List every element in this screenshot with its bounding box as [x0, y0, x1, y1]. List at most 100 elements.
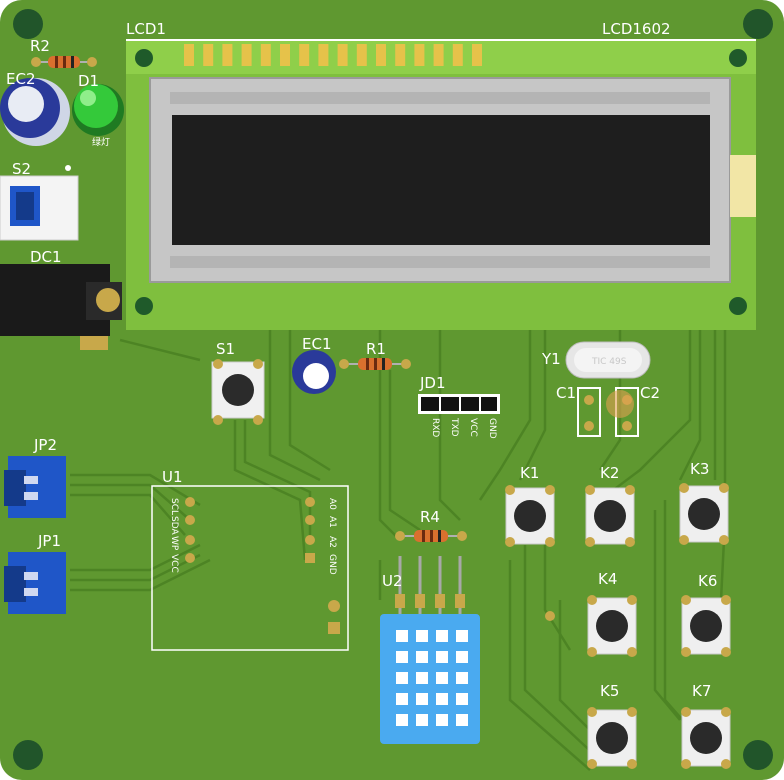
r1-label: R1: [366, 340, 386, 358]
u1-pin-label: A0: [327, 498, 337, 510]
ec1-label: EC1: [302, 335, 332, 353]
capacitor-ec2: [0, 78, 70, 146]
crystal-mark: TIC 49S: [591, 357, 627, 367]
key-cap: [596, 722, 628, 754]
connector-jp2[interactable]: [4, 456, 66, 518]
switch-s2[interactable]: [0, 175, 79, 241]
mounting-hole-top-right: [743, 9, 773, 39]
capacitor-c2: [606, 387, 639, 437]
key-cap: [690, 610, 722, 642]
k7-label: K7: [692, 682, 711, 700]
sensor-vent-slot: [436, 693, 448, 705]
key-pad: [585, 537, 595, 547]
lcd-header-pin: [318, 44, 329, 66]
lcd-header-pin: [395, 44, 406, 66]
jd1-label: JD1: [419, 374, 446, 392]
key-cap: [688, 498, 720, 530]
key-pad: [505, 485, 515, 495]
key-pad: [681, 707, 691, 717]
sensor-vent-slot: [416, 630, 428, 642]
lcd-mount-hole: [729, 49, 747, 67]
s2-pin1-marker: [65, 165, 71, 171]
connector-jp1[interactable]: [4, 552, 66, 614]
chip-u1-footprint: [151, 485, 349, 651]
u1-pin-label: A2: [327, 536, 337, 548]
resistor-r2: [31, 56, 97, 68]
lcd-header-pin: [356, 44, 367, 66]
lcd-mount-hole: [729, 297, 747, 315]
key-pad: [721, 759, 731, 769]
key-pad: [625, 485, 635, 495]
key-pad: [679, 535, 689, 545]
u1-pin-label: VCC: [169, 554, 179, 573]
key-group: [505, 483, 731, 769]
sensor-vent-slot: [416, 651, 428, 663]
sensor-vent-slot: [456, 672, 468, 684]
sensor-vent-slot: [456, 693, 468, 705]
key-k6[interactable]: [681, 595, 731, 657]
key-pad: [545, 537, 555, 547]
r2-label: R2: [30, 37, 50, 55]
y1-label: Y1: [541, 350, 561, 368]
lcd-glass-screen: [172, 115, 710, 245]
key-pad: [627, 759, 637, 769]
lcd-mount-hole: [135, 49, 153, 67]
lcd1602-label: LCD1602: [602, 20, 671, 38]
s1-label: S1: [216, 340, 235, 358]
mounting-hole-top-left: [13, 9, 43, 39]
capacitor-ec1: [292, 350, 336, 394]
u1-label: U1: [162, 468, 183, 486]
lcd-module: [126, 40, 756, 330]
jd1-pin-label: RXD: [430, 418, 440, 437]
lcd-header-pin: [280, 44, 290, 66]
key-pad: [627, 595, 637, 605]
key-k5[interactable]: [587, 707, 637, 769]
dc-jack-dc1[interactable]: [0, 264, 122, 350]
sensor-vent-slot: [456, 714, 468, 726]
pcb-traces: [70, 330, 727, 771]
jd1-pin-label: VCC: [468, 418, 478, 437]
u1-pin-label: GND: [327, 554, 337, 575]
key-k3[interactable]: [679, 483, 729, 545]
lcd-header-pin: [472, 44, 482, 66]
lcd-header-pin: [433, 44, 444, 66]
key-pad: [681, 595, 691, 605]
resistor-r4: [395, 530, 467, 542]
u1-pin-label: A1: [327, 516, 337, 528]
k4-label: K4: [598, 570, 617, 588]
lcd-header-pin: [260, 44, 271, 66]
key-pad: [545, 485, 555, 495]
sensor-vent-slot: [436, 672, 448, 684]
key-cap: [514, 500, 546, 532]
key-k4[interactable]: [587, 595, 637, 657]
key-k7[interactable]: [681, 707, 731, 769]
key-k2[interactable]: [585, 485, 635, 547]
jp2-label: JP2: [33, 436, 57, 454]
sensor-vent-slot: [396, 672, 408, 684]
lcd-bezel-inner-bottom: [170, 256, 710, 268]
sensor-u2: [380, 556, 480, 744]
k5-label: K5: [600, 682, 619, 700]
c2-label: C2: [640, 384, 660, 402]
key-cap: [596, 610, 628, 642]
key-pad: [719, 483, 729, 493]
s2-label: S2: [12, 160, 31, 178]
jd1-pin-label: TXD: [449, 417, 459, 437]
header-jd1[interactable]: [418, 394, 500, 414]
r4-label: R4: [420, 508, 440, 526]
key-pad: [627, 647, 637, 657]
lcd1-label: LCD1: [126, 20, 166, 38]
button-s1[interactable]: [211, 361, 265, 419]
key-cap: [690, 722, 722, 754]
d1-label: D1: [78, 72, 99, 90]
lcd-mount-hole: [135, 297, 153, 315]
lcd-backlight-tab: [730, 155, 756, 217]
lcd-bezel-inner-top: [170, 92, 710, 104]
lcd-header-pin: [452, 44, 463, 66]
key-pad: [721, 647, 731, 657]
u1-pin-label: SCL: [169, 498, 179, 515]
key-pad: [681, 759, 691, 769]
key-k1[interactable]: [505, 485, 555, 547]
lcd-header-pin: [184, 44, 194, 66]
